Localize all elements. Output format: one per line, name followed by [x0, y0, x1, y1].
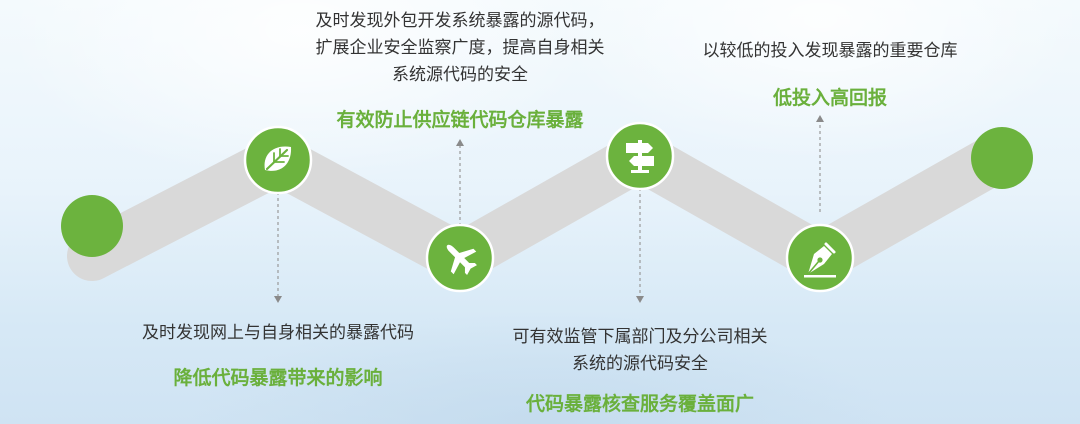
step-3-description: 可有效监管下属部门及分公司相关 系统的源代码安全	[470, 324, 810, 378]
step-2-highlight: 有效防止供应链代码仓库暴露	[336, 109, 584, 131]
arrow-down-3	[636, 296, 644, 303]
step-4-highlight: 低投入高回报	[772, 87, 887, 109]
step-2-line-1: 及时发现外包开发系统暴露的源代码，	[315, 11, 605, 31]
airplane-icon	[446, 244, 477, 275]
step-node-4	[785, 223, 855, 293]
step-2-line-3: 系统源代码的安全	[392, 65, 528, 85]
connectors	[277, 122, 821, 296]
leaf-icon	[264, 146, 292, 171]
connector-arrows	[274, 115, 824, 303]
zigzag-track	[67, 131, 1025, 283]
step-1-description: 及时发现网上与自身相关的暴露代码	[118, 320, 438, 347]
arrow-down-1	[274, 296, 282, 303]
step-3-line-2: 系统的源代码安全	[572, 354, 708, 374]
pen-nib-icon	[804, 242, 836, 278]
step-3-line-1: 可有效监管下属部门及分公司相关	[512, 327, 768, 347]
end-node	[971, 127, 1033, 189]
step-4-description: 以较低的投入发现暴露的重要仓库	[680, 38, 980, 65]
arrow-up-2	[456, 139, 464, 146]
step-4-line-1: 以较低的投入发现暴露的重要仓库	[702, 41, 958, 61]
step-node-3	[605, 121, 675, 191]
step-1-line-1: 及时发现网上与自身相关的暴露代码	[142, 323, 414, 343]
arrow-up-4	[816, 115, 824, 122]
step-2-line-2: 扩展企业安全监察广度，提高自身相关	[315, 38, 605, 58]
step-node-1	[243, 125, 313, 195]
step-3-highlight: 代码暴露核查服务覆盖面广	[525, 393, 754, 415]
signpost-icon	[626, 140, 654, 173]
step-1-highlight: 降低代码暴露带来的影响	[173, 367, 383, 389]
step-2-description: 及时发现外包开发系统暴露的源代码， 扩展企业安全监察广度，提高自身相关 系统源代…	[270, 8, 650, 89]
step-node-2	[425, 223, 495, 293]
start-node	[61, 195, 123, 257]
